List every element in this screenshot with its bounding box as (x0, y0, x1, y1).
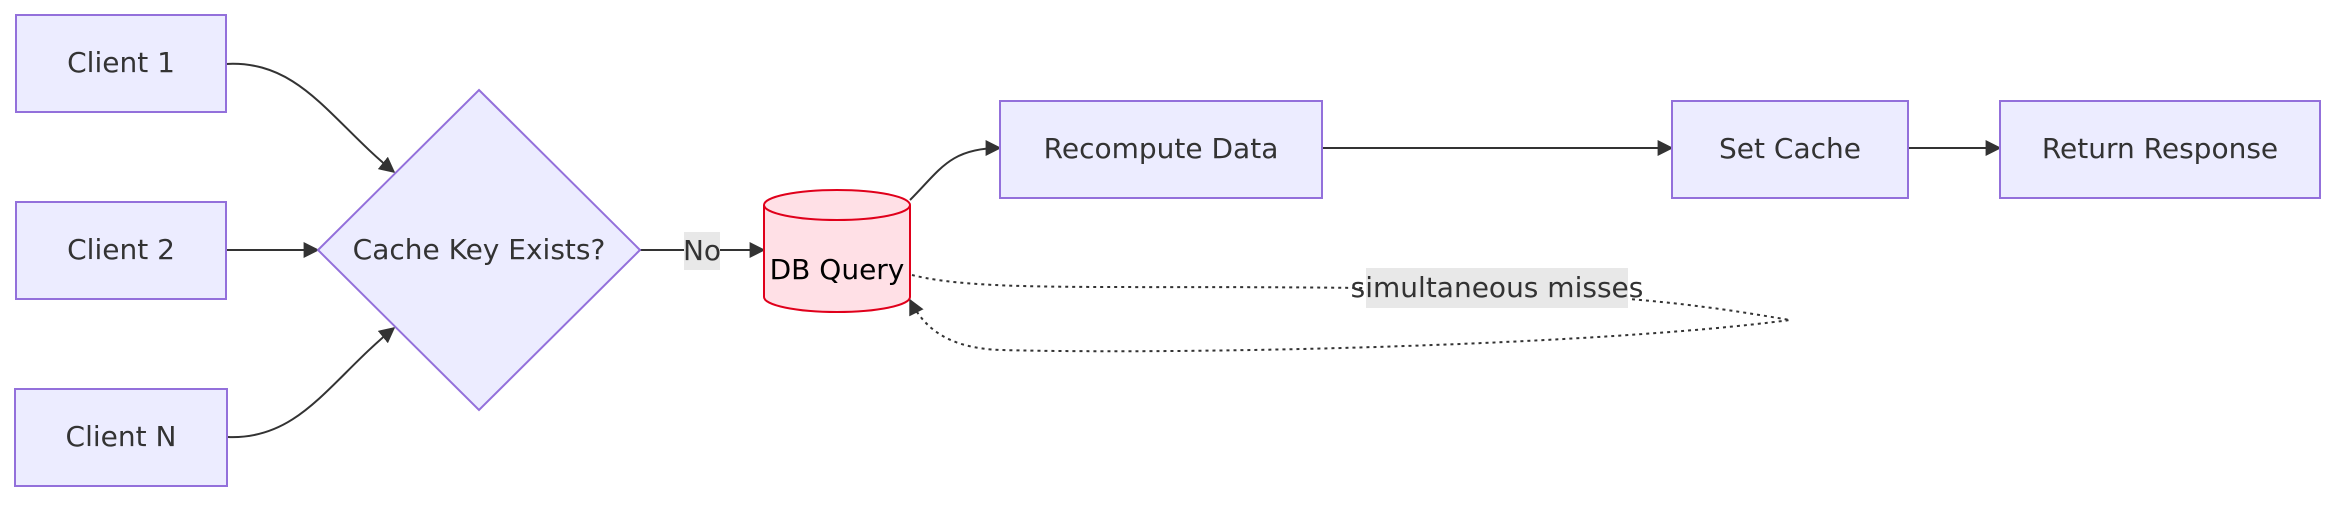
node-client-1[interactable]: Client 1 (15, 14, 227, 113)
node-client-n[interactable]: Client N (14, 388, 228, 487)
svg-text:DB Query: DB Query (770, 253, 905, 286)
edge-db-to-recompute (909, 140, 1002, 201)
edge-clientN-to-decision (227, 326, 396, 439)
node-cache-key-exists-decision[interactable]: Cache Key Exists? (316, 88, 642, 412)
node-db-query-cylinder[interactable]: DB Query (763, 189, 911, 313)
node-return-response[interactable]: Return Response (1999, 100, 2321, 199)
edge-label-simultaneous-misses: simultaneous misses (1351, 268, 1644, 308)
svg-text:Set Cache: Set Cache (1719, 132, 1861, 165)
edge-db-loop (909, 274, 1791, 353)
svg-text:Return Response: Return Response (2042, 132, 2278, 165)
svg-text:Client 2: Client 2 (67, 233, 175, 266)
svg-text:Client 1: Client 1 (67, 46, 175, 79)
svg-text:Client N: Client N (66, 420, 177, 453)
node-recompute-data[interactable]: Recompute Data (999, 100, 1323, 199)
edge-client1-to-decision (225, 62, 396, 174)
svg-text:simultaneous misses: simultaneous misses (1351, 271, 1644, 304)
svg-text:No: No (683, 234, 721, 267)
node-set-cache[interactable]: Set Cache (1671, 100, 1909, 199)
svg-text:Recompute Data: Recompute Data (1044, 132, 1279, 165)
edge-label-no: No (683, 232, 721, 270)
svg-text:Cache Key Exists?: Cache Key Exists? (353, 233, 606, 266)
node-client-2[interactable]: Client 2 (15, 201, 227, 300)
